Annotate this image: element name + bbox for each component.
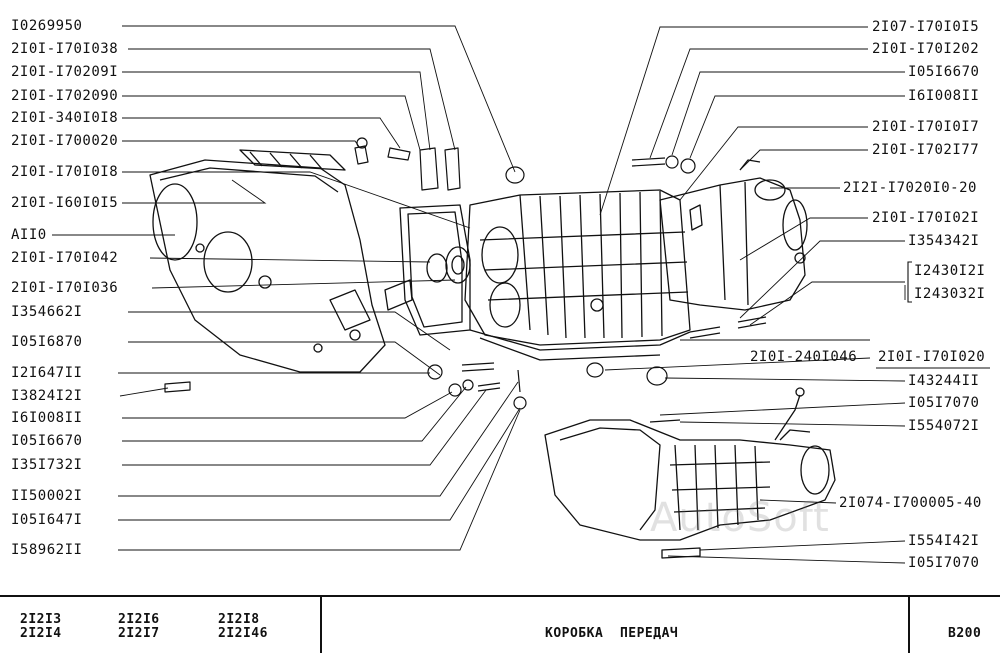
- rear-housing-drawing: [659, 159, 808, 311]
- part-label: 2I0I-340I0I8: [11, 110, 119, 126]
- clutch-housing-drawing: [149, 149, 413, 373]
- part-label: AII0: [11, 227, 47, 243]
- part-label: 2I0I-240I046: [750, 349, 858, 365]
- part-label: I43244II: [908, 373, 980, 389]
- part-label: I05I647I: [11, 512, 83, 528]
- part-label: 2I0I-I70I042: [11, 250, 119, 266]
- part-label: 2I0I-I70209I: [11, 64, 119, 80]
- part-label: 2I0I-I70I0I7: [872, 119, 980, 135]
- part-label: I58962II: [11, 542, 83, 558]
- part-label: 2I07-I70I0I5: [872, 19, 980, 35]
- part-label: II50002I: [11, 488, 83, 504]
- part-label: I2430I2I: [914, 263, 986, 279]
- part-label: 2I0I-I70I038: [11, 41, 119, 57]
- part-label: I554I42I: [908, 533, 980, 549]
- studs-and-fasteners: [164, 137, 767, 410]
- part-label: I243032I: [914, 286, 986, 302]
- part-label: 2I0I-I60I0I5: [11, 195, 119, 211]
- assembled-gearbox-drawing: [544, 387, 836, 559]
- gearbox-exploded-drawing: [52, 25, 990, 564]
- part-label: I6I008II: [11, 410, 83, 426]
- part-label: I354662I: [11, 304, 83, 320]
- input-bearing-drawing: [426, 246, 471, 284]
- sheet-code: B200: [948, 626, 982, 641]
- part-label: 2I0I-I70I02I: [872, 210, 980, 226]
- part-label: I35I732I: [11, 457, 83, 473]
- part-label: 2I0I-I70I202: [872, 41, 980, 57]
- title-block-divider: [908, 597, 910, 653]
- title-block: 2I2I3 2I2I4 2I2I6 2I2I7 2I2I8 2I2I46 КОР…: [0, 595, 1000, 653]
- part-label: 2I2I-I7020I0-20: [843, 180, 977, 196]
- title-block-divider: [320, 597, 322, 653]
- part-label: 2I0I-I70I036: [11, 280, 119, 296]
- watermark: AutoSoft: [650, 495, 830, 541]
- part-label: I554072I: [908, 418, 980, 434]
- model-code: 2I2I3: [20, 612, 62, 627]
- part-label: I354342I: [908, 233, 980, 249]
- sheet-title: КОРОБКА ПЕРЕДАЧ: [545, 626, 679, 641]
- part-label: I6I008II: [908, 88, 980, 104]
- model-code: 2I2I7: [118, 626, 160, 641]
- part-label: 2I0I-I70I020: [878, 349, 986, 365]
- model-code: 2I2I6: [118, 612, 160, 627]
- part-label: 2I0I-I702I77: [872, 142, 980, 158]
- part-label: I05I6670: [908, 64, 980, 80]
- part-label: I0269950: [11, 18, 83, 34]
- part-label: 2I0I-I70I0I8: [11, 164, 119, 180]
- part-label: I05I6870: [11, 334, 83, 350]
- part-label: I3824I2I: [11, 388, 83, 404]
- part-label: 2I0I-I702090: [11, 88, 119, 104]
- gearbox-case-drawing: [464, 189, 691, 361]
- part-label: I2I647II: [11, 365, 83, 381]
- model-code: 2I2I8: [218, 612, 260, 627]
- part-label: I05I7070: [908, 555, 980, 571]
- part-label: I05I6670: [11, 433, 83, 449]
- part-label: 2I0I-I700020: [11, 133, 119, 149]
- part-label: 2I074-I700005-40: [839, 495, 982, 511]
- model-code: 2I2I46: [218, 626, 268, 641]
- model-code: 2I2I4: [20, 626, 62, 641]
- part-label: I05I7070: [908, 395, 980, 411]
